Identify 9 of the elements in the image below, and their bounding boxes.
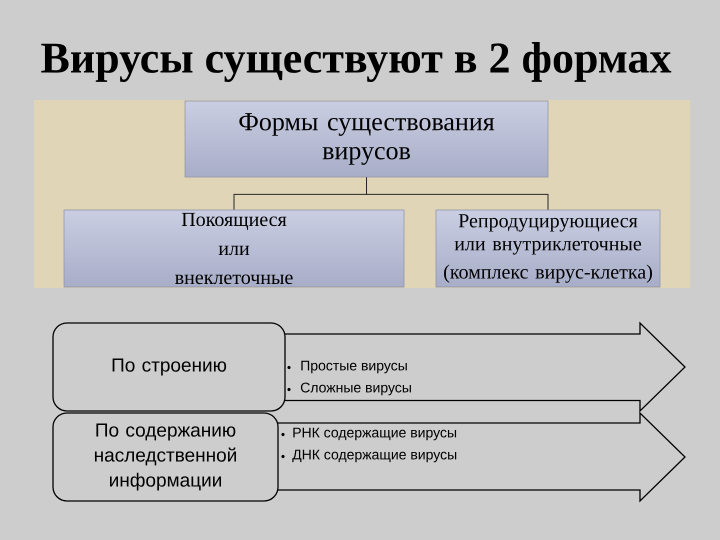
arrow-shaped-panel: РНК содержащие вирусы ДНК содержащие вирусы: [275, 411, 686, 503]
title: Вирусы существуют в 2 формах: [41, 42, 672, 82]
box: Репродуцирующиеся или внутриклеточные (комплекс вирус-клетка): [436, 210, 660, 288]
arrow-shaped-panel: Простые вирусы Сложные вирусы: [282, 321, 686, 413]
box: Формы существования вирусов: [184, 100, 548, 178]
box: Покоящиеся или внеклеточные: [64, 210, 404, 288]
rounded-box: По содержанию наследственной информации: [52, 412, 279, 502]
rounded-box: По строению: [52, 322, 286, 412]
connector-line: [366, 176, 548, 210]
